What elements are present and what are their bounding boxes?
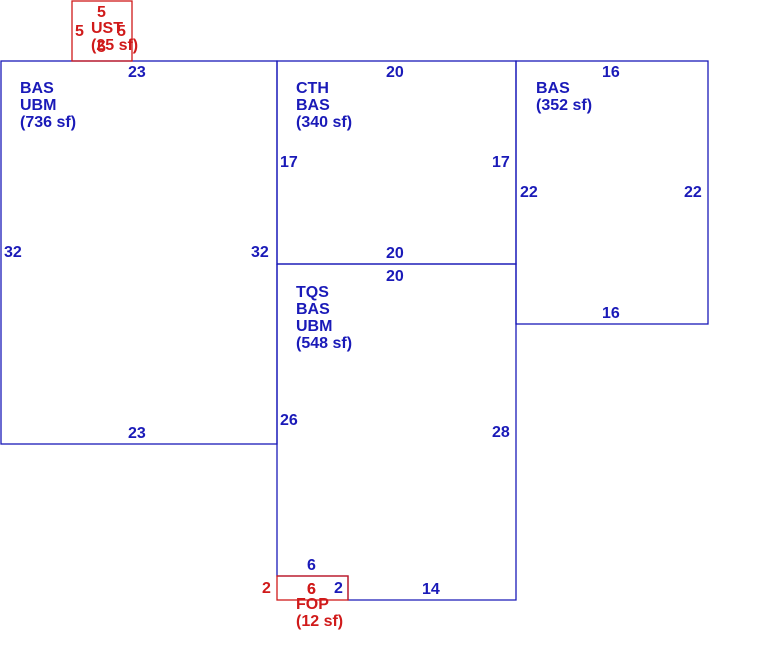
dimension-label: 5 (97, 39, 106, 56)
area-label-line: BAS (20, 80, 54, 97)
area-outline-fop (276, 575, 349, 601)
area-label-line: (25 sf) (91, 37, 138, 54)
area-label-bas-ubm-left: BAS UBM (736 sf) (20, 80, 76, 131)
dimension-label: 5 (97, 4, 106, 21)
dimension-label: 32 (251, 244, 269, 261)
area-label-line: (548 sf) (296, 335, 352, 352)
area-label-line: (352 sf) (536, 97, 592, 114)
area-outline-ust (71, 0, 133, 62)
area-label-line: BAS (536, 80, 570, 97)
area-label-line: UST (91, 20, 123, 37)
dimension-label: 20 (386, 245, 404, 262)
dimension-label: 22 (520, 184, 538, 201)
dimension-label: 23 (128, 425, 146, 442)
dimension-label: 20 (386, 268, 404, 285)
dimension-label: 14 (422, 581, 440, 598)
area-outline-bas-right (515, 60, 709, 325)
dimension-label: 16 (602, 64, 620, 81)
dimension-label: 2 (334, 580, 343, 597)
dimension-label: 6 (307, 581, 316, 598)
dimension-label: 20 (386, 64, 404, 81)
area-label-line: FOP (296, 596, 329, 613)
area-label-tqs-bas-ubm: TQS BAS UBM (548 sf) (296, 284, 352, 352)
dimension-label: 16 (602, 305, 620, 322)
area-label-line: BAS (296, 97, 330, 114)
dimension-label: 17 (280, 154, 298, 171)
dimension-label: 5 (75, 23, 84, 40)
area-label-line: (736 sf) (20, 114, 76, 131)
dimension-label: 32 (4, 244, 22, 261)
area-label-line: UBM (296, 318, 332, 335)
area-label-line: TQS (296, 284, 329, 301)
area-label-bas-right: BAS (352 sf) (536, 80, 592, 114)
dimension-label: 17 (492, 154, 510, 171)
area-label-line: (340 sf) (296, 114, 352, 131)
area-label-line: UBM (20, 97, 56, 114)
area-label-line: CTH (296, 80, 329, 97)
area-label-ust: UST (25 sf) (91, 20, 138, 54)
area-label-fop: FOP (12 sf) (296, 596, 343, 630)
area-label-line: BAS (296, 301, 330, 318)
dimension-label: 22 (684, 184, 702, 201)
area-label-cth-bas: CTH BAS (340 sf) (296, 80, 352, 131)
dimension-label: 23 (128, 64, 146, 81)
dimension-label: 5 (117, 23, 126, 40)
dimension-label: 26 (280, 412, 298, 429)
dimension-label: 2 (262, 580, 271, 597)
area-label-line: (12 sf) (296, 613, 343, 630)
dimension-label: 28 (492, 424, 510, 441)
dimension-label: 6 (307, 557, 316, 574)
dimension-label: 6 (307, 581, 316, 598)
